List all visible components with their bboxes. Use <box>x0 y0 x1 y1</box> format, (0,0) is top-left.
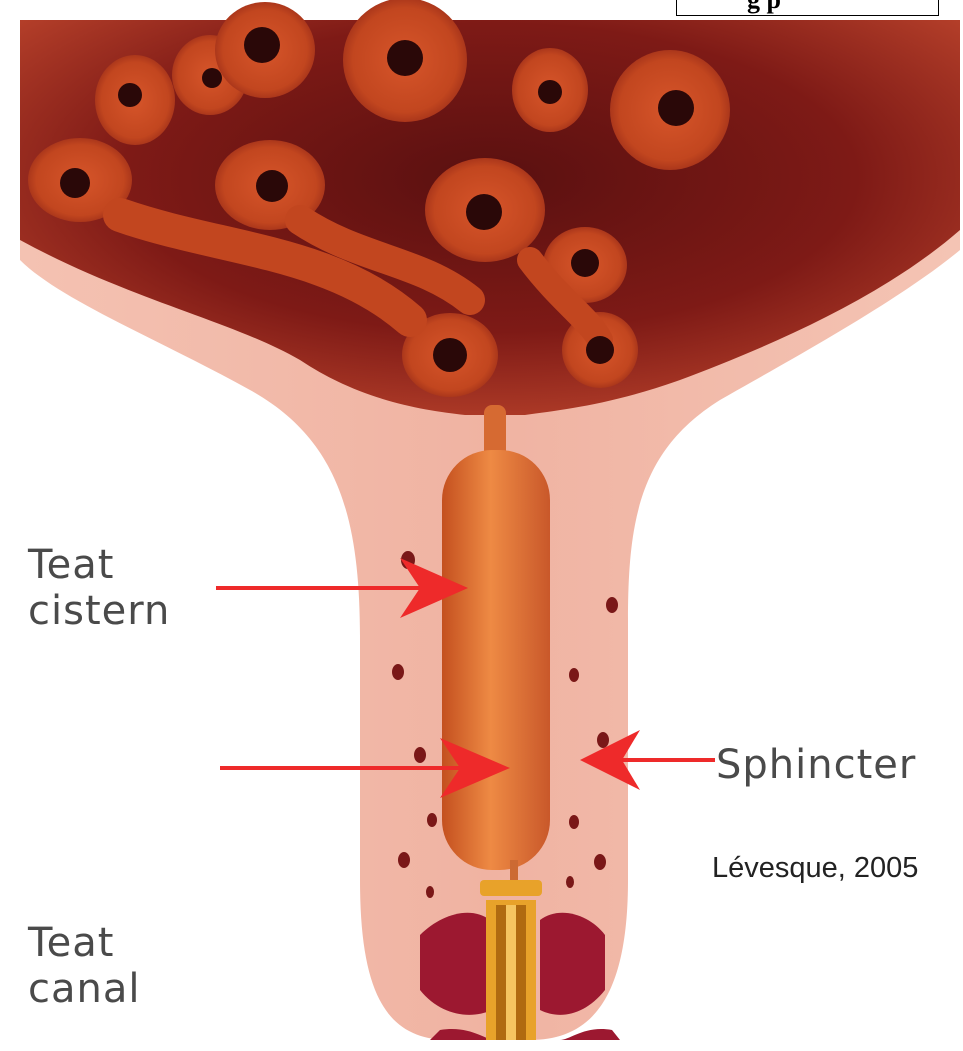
sphincter-label: Sphincter <box>716 742 916 788</box>
teat-cistern-label: Teat cistern <box>28 542 170 634</box>
image-credit: Lévesque, 2005 <box>712 852 918 885</box>
teat-canal-label-line2: canal <box>28 966 140 1012</box>
cropped-header-text: g p <box>747 0 781 15</box>
teat-cistern-shape <box>442 450 550 870</box>
teat-cistern-label-line1: Teat <box>28 542 170 588</box>
teat-canal-label-line1: Teat <box>28 920 140 966</box>
cropped-header-box: g p <box>676 0 939 16</box>
teat-canal-label: Teat canal <box>28 920 140 1012</box>
teat-cistern-label-line2: cistern <box>28 588 170 634</box>
teat-canal-shape <box>480 880 542 1040</box>
